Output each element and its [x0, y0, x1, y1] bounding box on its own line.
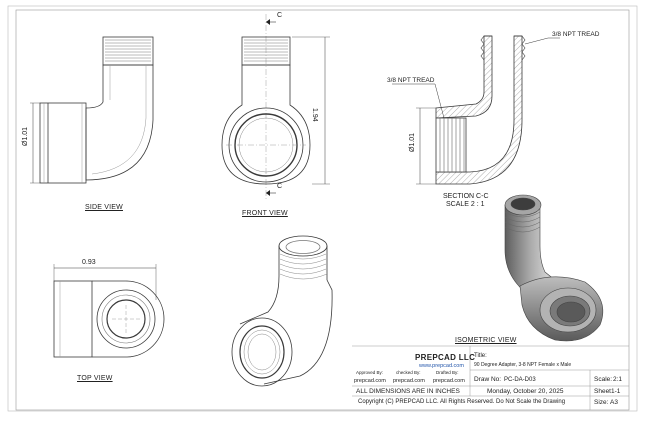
- iso-female-outer: [231, 317, 293, 387]
- upper-thread-callout: 3/8 NPT TREAD: [552, 31, 600, 38]
- side-diameter-dimension: Ø1.01: [22, 126, 29, 146]
- company-website: www.prepcad.com: [419, 363, 464, 369]
- sheet-number: Sheet1-1: [594, 388, 621, 395]
- section-outer-wall: [435, 35, 523, 185]
- section-diameter-dimension: Ø1.01: [409, 132, 416, 152]
- top-elbow-outline: [92, 280, 165, 358]
- outer-border: [7, 5, 638, 412]
- side-elbow-body: [85, 64, 154, 181]
- section-mark-top: C: [277, 12, 283, 19]
- title-value: 90 Degree Adapter, 3-8 NPT Female x Male: [474, 362, 572, 368]
- checked-value: prepcad.com: [393, 378, 425, 384]
- front-elbow-body: [221, 64, 311, 185]
- section-view: [392, 35, 560, 185]
- front-view: [221, 14, 330, 200]
- drafted-value: prepcad.com: [433, 378, 465, 384]
- lower-thread-callout: 3/8 NPT TREAD: [387, 77, 435, 84]
- side-view-label: SIDE VIEW: [85, 204, 123, 211]
- copyright-note: Copyright (C) PREPCAD LLC. All Rights Re…: [358, 399, 566, 405]
- title-block: [352, 345, 629, 410]
- top-width-dimension: 0.93: [82, 259, 96, 266]
- top-male-ring: [96, 289, 156, 349]
- scale-label: Scale:: [594, 376, 613, 383]
- front-view-label: FRONT VIEW: [242, 210, 288, 217]
- size-label: Size:: [594, 399, 609, 406]
- inner-border: [15, 9, 630, 411]
- size-value: A3: [610, 399, 618, 406]
- drawing-date: Monday, October 20, 2025: [487, 388, 564, 395]
- section-female-bore: [435, 117, 467, 173]
- top-view: [53, 264, 165, 358]
- draw-no-value: PC-DA-D03: [504, 377, 536, 383]
- side-female-end: [39, 102, 87, 184]
- units-note: ALL DIMENSIONS ARE IN INCHES: [356, 388, 460, 395]
- front-height-dimension: 1.94: [311, 108, 318, 122]
- top-female-body: [53, 280, 93, 358]
- section-label: SECTION C-C: [443, 193, 489, 200]
- title-label: Title:: [474, 353, 487, 359]
- isometric-view-label: ISOMETRIC VIEW: [455, 337, 517, 344]
- front-bore: [234, 113, 298, 177]
- section-upper-wall: [435, 35, 493, 119]
- scale-value: 2:1: [613, 376, 623, 383]
- approved-label: Approved By:: [356, 370, 384, 375]
- draw-no-label: Draw No:: [474, 376, 502, 383]
- section-scale-label: SCALE 2 : 1: [446, 201, 485, 208]
- iso-female-bore: [239, 325, 285, 379]
- side-view: [30, 36, 154, 184]
- drafted-label: Drafted By:: [436, 370, 459, 375]
- iso-outline-view: [231, 235, 333, 387]
- section-mark-bottom: C: [277, 183, 283, 190]
- top-view-label: TOP VIEW: [77, 375, 113, 382]
- approved-value: prepcad.com: [354, 378, 386, 384]
- checked-label: checked By:: [396, 370, 421, 375]
- company-name: PREPCAD LLC: [415, 353, 476, 362]
- isometric-shaded: [504, 194, 604, 342]
